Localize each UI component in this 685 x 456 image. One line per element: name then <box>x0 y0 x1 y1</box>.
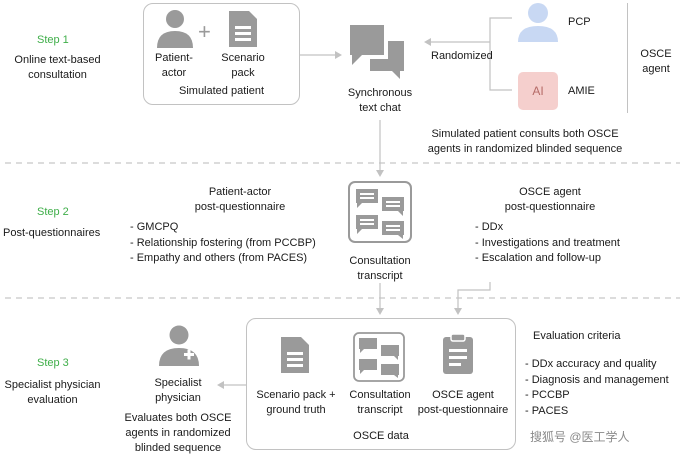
osce-agent-label: OSCE agent <box>640 48 672 75</box>
watermark: 搜狐号 @医工学人 <box>530 430 630 444</box>
randomized-label: Randomized <box>431 50 493 62</box>
agent-questionnaire-item: - Escalation and follow-up <box>475 252 601 264</box>
chat-label: Synchronous text chat <box>347 87 413 114</box>
criteria-heading: Evaluation criteria <box>533 330 621 342</box>
patient-questionnaire-list: - GMCPQ - Relationship fostering (from P… <box>130 220 316 267</box>
patient-questionnaire-item: - Relationship fostering (from PCCBP) <box>130 236 316 249</box>
clipboard-icon <box>443 333 473 374</box>
step1-title: Online text-based consultation <box>14 54 101 81</box>
amie-label: AMIE <box>568 85 595 97</box>
transcript-icon <box>348 181 412 243</box>
specialist-label: Specialist physician <box>154 377 202 404</box>
agent-questionnaire-item: - Investigations and treatment <box>475 236 620 249</box>
osce-data-item: Scenario pack + ground truth <box>256 389 336 416</box>
pcp-avatar-icon <box>518 3 558 42</box>
scenario-pack-label: Scenario pack <box>221 52 265 79</box>
pcp-label: PCP <box>568 16 591 28</box>
agent-questionnaire-item: - DDx <box>475 221 504 233</box>
simulated-patient-box <box>143 3 300 105</box>
step3-title: Specialist physician evaluation <box>4 379 101 406</box>
specialist-physician-icon <box>159 325 199 366</box>
step2-title: Post-questionnaires <box>3 227 101 239</box>
osce-agent-bracket <box>627 3 628 113</box>
transcript-icon <box>353 332 405 382</box>
criteria-item: - DDx accuracy and quality <box>525 358 657 370</box>
scenario-pack-icon <box>229 11 257 47</box>
amie-ai-icon: AI <box>518 72 558 110</box>
osce-data-item: Consultation transcript <box>349 389 411 416</box>
patient-actor-icon <box>157 10 193 48</box>
criteria-list: - DDx accuracy and quality - Diagnosis a… <box>525 357 669 419</box>
step3-label: Step 3 <box>37 357 69 369</box>
patient-questionnaire-heading: Patient-actor post-questionnaire <box>194 186 286 213</box>
simulated-patient-label: Simulated patient <box>179 85 264 97</box>
patient-actor-label: Patient- actor <box>155 52 193 79</box>
step1-note: Simulated patient consults both OSCE age… <box>427 128 623 155</box>
agent-questionnaire-heading: OSCE agent post-questionnaire <box>504 186 596 213</box>
step1-label: Step 1 <box>37 34 69 46</box>
patient-questionnaire-item: - Empathy and others (from PACES) <box>130 252 308 264</box>
specialist-note: Evaluates both OSCE agents in randomized… <box>124 412 232 454</box>
osce-data-label: OSCE data <box>353 430 409 442</box>
step2-label: Step 2 <box>37 206 69 218</box>
criteria-item: - PCCBP <box>525 389 570 401</box>
patient-questionnaire-item: - GMCPQ <box>130 221 179 233</box>
criteria-item: - PACES <box>525 404 569 417</box>
osce-data-item: OSCE agent post-questionnaire <box>417 389 509 416</box>
agent-questionnaire-list: - DDx - Investigations and treatment - E… <box>475 220 620 267</box>
transcript-label: Consultation transcript <box>349 255 411 282</box>
criteria-item: - Diagnosis and management <box>525 373 669 386</box>
plus-sign: + <box>198 19 211 44</box>
scenario-pack-ground-truth-icon <box>281 337 309 373</box>
chat-bubbles-icon <box>350 25 404 79</box>
